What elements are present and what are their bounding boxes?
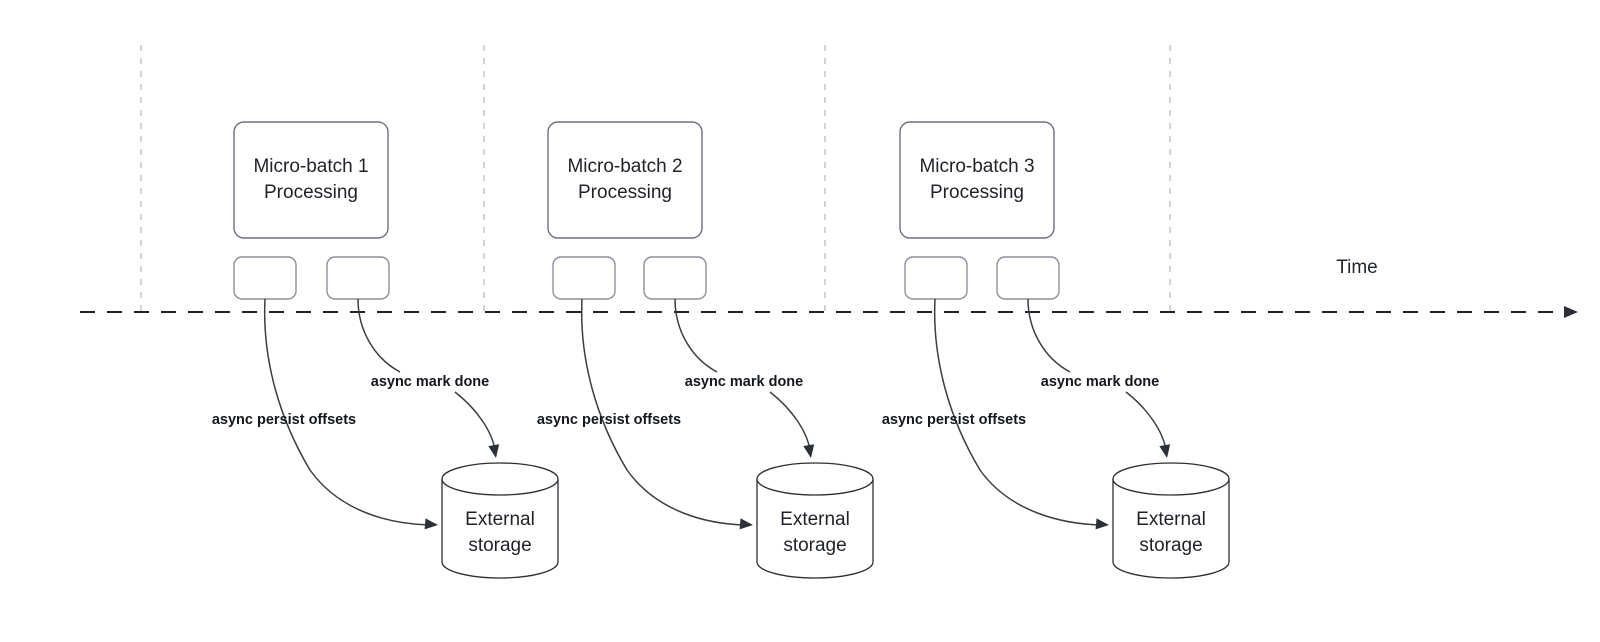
- persist-offsets-task-3[interactable]: [904, 256, 968, 300]
- async-mark-done-edge-2: [674, 298, 811, 451]
- async-persist-offsets-edge-1-label: async persist offsets: [212, 412, 356, 428]
- async-mark-done-edge-1: [357, 298, 496, 451]
- micro-batch-1-storage-cylinder[interactable]: [441, 478, 559, 579]
- micro-batch-3-storage-label-line1: External: [1136, 509, 1206, 530]
- mark-done-task-2[interactable]: [643, 256, 707, 300]
- batch-boundary-lines: [140, 45, 1171, 315]
- async-persist-offsets-edge-1: [263, 298, 431, 526]
- micro-batch-1-label-line2: Processing: [264, 182, 358, 203]
- async-mark-done-edge-1-label: async mark done: [371, 374, 489, 390]
- micro-batch-3-storage-cylinder-top: [1112, 462, 1230, 496]
- micro-batch-2-label-line1: Micro-batch 2: [567, 156, 682, 177]
- async-mark-done-edge-2-label: async mark done: [685, 374, 803, 390]
- micro-batch-2-box[interactable]: [547, 121, 703, 239]
- time-axis-label: Time: [1336, 257, 1378, 278]
- async-persist-offsets-edge-2-arrowhead-icon: [739, 518, 753, 530]
- persist-offsets-task-2[interactable]: [552, 256, 616, 300]
- async-persist-offsets-edge-3-arrowhead-icon: [1095, 518, 1109, 530]
- edge-labels: async persist offsets async mark done asyn…: [212, 374, 1159, 428]
- persist-offsets-task-1[interactable]: [233, 256, 297, 300]
- batch-groups: Micro-batch 1ProcessingExternalstorageMi…: [233, 121, 1230, 579]
- async-persist-offsets-edge-2: [580, 298, 746, 526]
- micro-batch-1-box[interactable]: [233, 121, 389, 239]
- async-persist-offsets-edge-2-label: async persist offsets: [537, 412, 681, 428]
- micro-batch-1-storage-label-line1: External: [465, 509, 535, 530]
- async-mark-done-edge-3-arrowhead-icon: [1159, 444, 1171, 458]
- time-axis-arrowhead-icon: [1564, 306, 1578, 318]
- async-mark-done-edge-3: [1027, 298, 1167, 451]
- micro-batch-2-label-line2: Processing: [578, 182, 672, 203]
- micro-batch-1-label-line1: Micro-batch 1: [253, 156, 368, 177]
- micro-batch-3-label-line2: Processing: [930, 182, 1024, 203]
- async-persist-offsets-edge-1-arrowhead-icon: [424, 518, 438, 530]
- micro-batch-2-storage-label-line1: External: [780, 509, 850, 530]
- time-axis: [80, 306, 1578, 318]
- async-mark-done-edge-2-arrowhead-icon: [803, 444, 815, 458]
- mark-done-task-3[interactable]: [996, 256, 1060, 300]
- async-mark-done-edge-1-arrowhead-icon: [488, 444, 500, 458]
- micro-batch-3-storage-cylinder[interactable]: [1112, 478, 1230, 579]
- micro-batch-2-storage-cylinder-top: [756, 462, 874, 496]
- micro-batch-3-box[interactable]: [899, 121, 1055, 239]
- micro-batch-3-label-line1: Micro-batch 3: [919, 156, 1034, 177]
- async-persist-offsets-edge-3: [933, 298, 1102, 526]
- mark-done-task-1[interactable]: [326, 256, 390, 300]
- async-persist-offsets-edge-3-label: async persist offsets: [882, 412, 1026, 428]
- micro-batch-2-storage-cylinder[interactable]: [756, 478, 874, 579]
- micro-batch-2-storage-label-line2: storage: [783, 535, 846, 556]
- micro-batch-1-storage-cylinder-top: [441, 462, 559, 496]
- async-mark-done-edge-3-label: async mark done: [1041, 374, 1159, 390]
- micro-batch-1-storage-label-line2: storage: [468, 535, 531, 556]
- micro-batch-3-storage-label-line2: storage: [1139, 535, 1202, 556]
